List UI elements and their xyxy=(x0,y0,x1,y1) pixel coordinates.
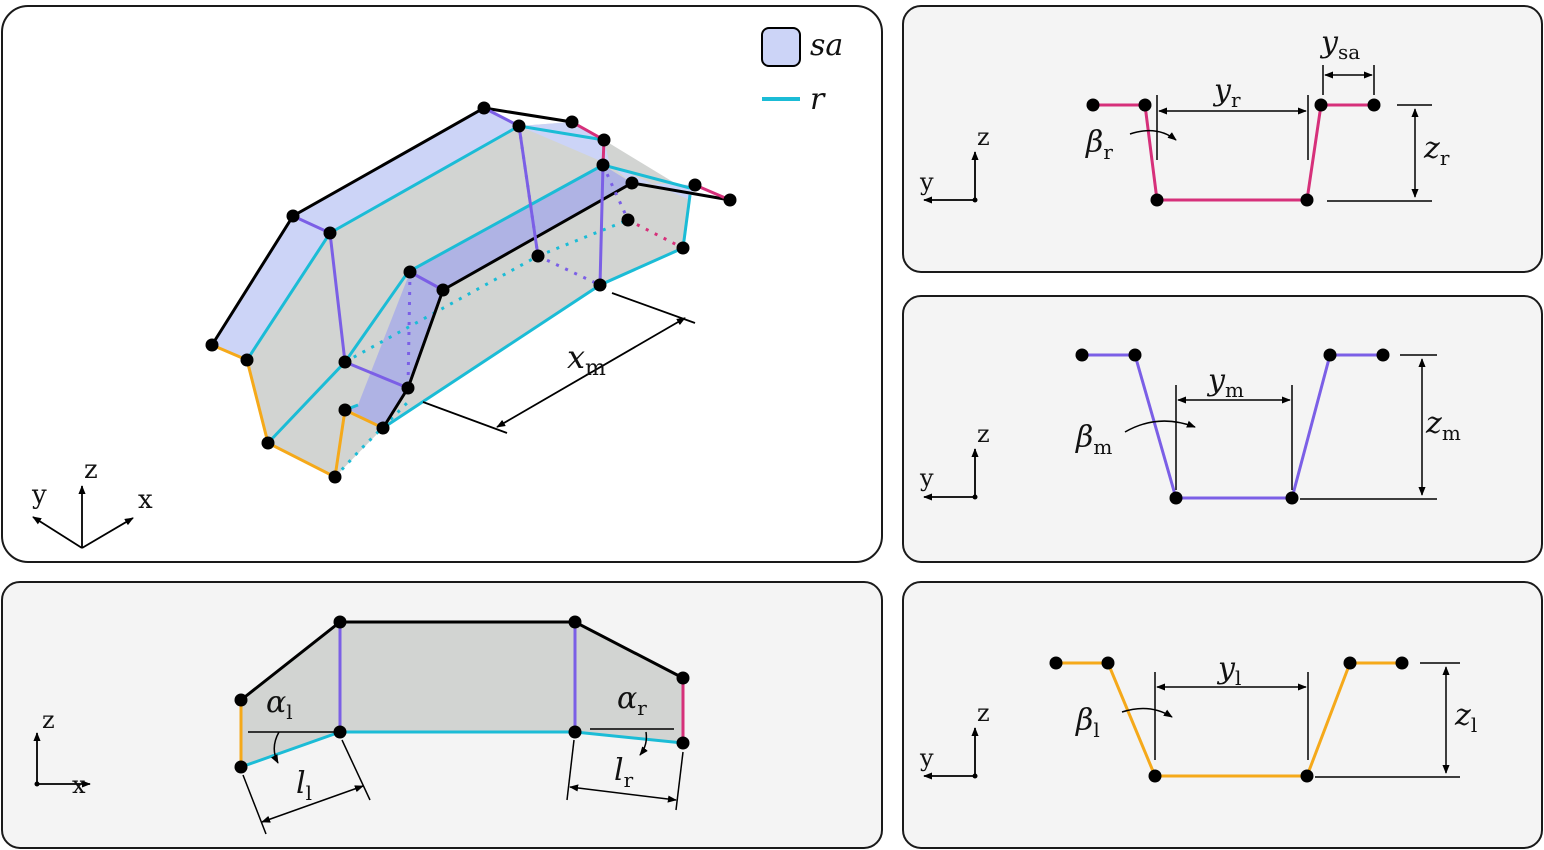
legend-sa-label: sa xyxy=(810,28,843,63)
axis-left-y: y xyxy=(919,744,934,772)
axis-middle-y: y xyxy=(919,464,934,492)
section-right-profile xyxy=(1093,103,1374,202)
axes-left-section xyxy=(923,727,979,780)
axes-right-origin xyxy=(972,197,978,203)
beta-r-label: βr xyxy=(1085,125,1113,164)
side-view: αl αr ll lr xyxy=(234,615,690,835)
side-nodes xyxy=(234,615,690,774)
l-l-label: ll xyxy=(296,766,312,805)
panel-left-section xyxy=(902,581,1543,849)
axis-3d-y: y xyxy=(31,480,47,510)
sa-surface-top xyxy=(212,108,519,360)
middle-lines-hidden xyxy=(406,125,630,389)
axes-left-origin xyxy=(972,773,978,779)
z-m-label: zm xyxy=(1425,406,1461,445)
section-left: yl zl βl xyxy=(1049,651,1477,783)
3d-model: xm xyxy=(205,101,737,484)
axes-side-origin xyxy=(34,781,40,787)
section-right: yr ysa zr βr xyxy=(1085,25,1450,207)
section-left-profile xyxy=(1056,661,1402,778)
axis-middle-z: z xyxy=(977,420,990,448)
axes-side xyxy=(33,732,91,788)
section-middle: ym zm βm xyxy=(1075,348,1461,505)
side-bottom-r xyxy=(240,730,684,769)
y-m-label: ym xyxy=(1206,363,1244,402)
l-r-label: lr xyxy=(614,753,634,792)
side-ref-lines xyxy=(242,728,684,835)
legend-r-label: r xyxy=(810,82,826,117)
axes-middle-origin xyxy=(972,494,978,500)
axis-right-y: y xyxy=(919,168,934,196)
sa-surface-right xyxy=(519,122,610,165)
xm-label: xm xyxy=(567,338,606,381)
y-l-label: yl xyxy=(1216,651,1241,690)
axis-side-x: x xyxy=(72,771,86,799)
panel-middle-section xyxy=(902,295,1543,563)
axes-middle-section xyxy=(923,448,979,501)
beta-l-label: βl xyxy=(1075,703,1100,742)
section-middle-profile xyxy=(1082,353,1383,500)
alpha-r-label: αr xyxy=(617,681,647,720)
axes-right-section xyxy=(923,151,979,204)
z-l-label: zl xyxy=(1454,698,1477,737)
axes-3d xyxy=(32,485,134,549)
axis-3d-x: x xyxy=(138,485,153,515)
legend: sa r xyxy=(761,27,843,117)
3d-nodes xyxy=(205,101,737,484)
alpha-l-label: αl xyxy=(266,685,293,724)
z-r-label: zr xyxy=(1423,131,1450,170)
right-lines-hidden xyxy=(627,218,684,250)
y-sa-label: ysa xyxy=(1319,25,1360,64)
beta-m-label: βm xyxy=(1075,420,1112,459)
y-r-label: yr xyxy=(1212,73,1241,112)
legend-sa-swatch xyxy=(761,27,801,67)
xm-dimension xyxy=(422,292,696,434)
axis-side-z: z xyxy=(42,706,55,734)
axis-left-z: z xyxy=(977,699,990,727)
axis-3d-z: z xyxy=(84,455,98,485)
axis-right-z: z xyxy=(977,123,990,151)
panel-right-section xyxy=(902,5,1543,273)
side-outline xyxy=(240,620,684,702)
